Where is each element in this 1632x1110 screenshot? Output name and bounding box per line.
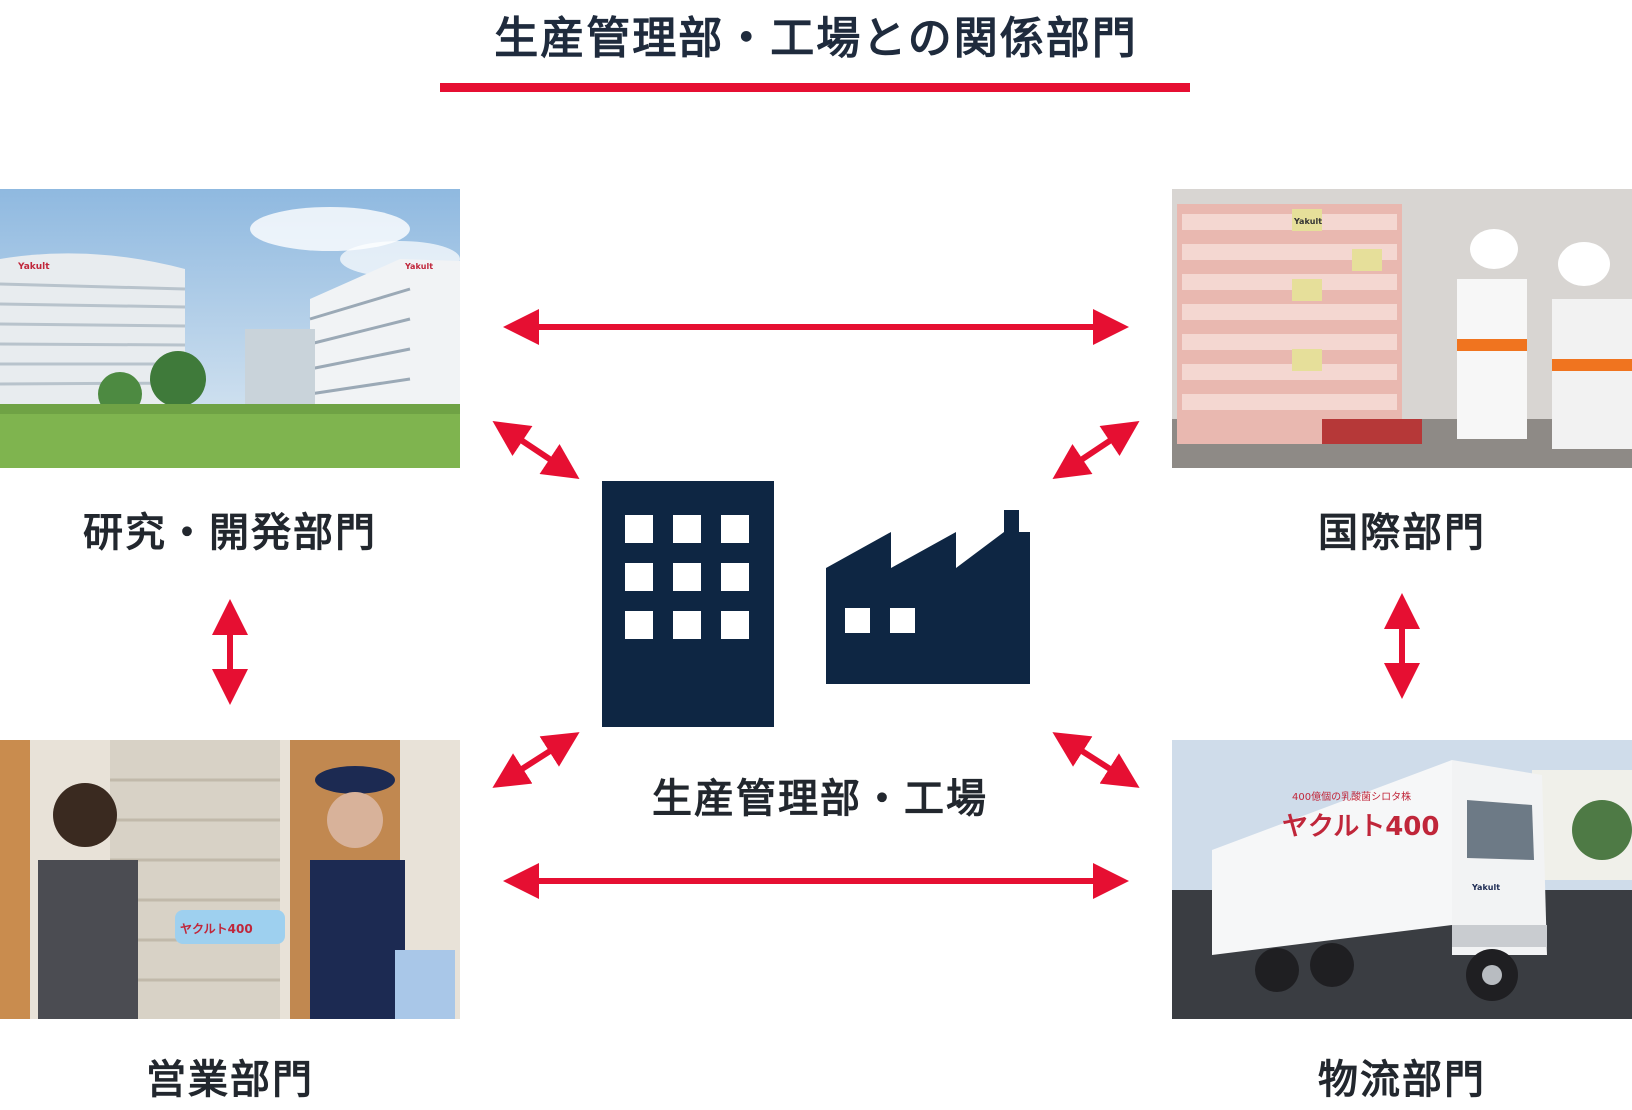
truck-tagline: 400億個の乳酸菌シロタ株 bbox=[1292, 790, 1411, 803]
truck-brand: ヤクルト400 bbox=[1282, 812, 1440, 842]
sales-dept-label: 営業部門 bbox=[146, 1057, 314, 1103]
truck-logo: Yakult bbox=[1471, 883, 1500, 892]
page-title: 生産管理部・工場との関係部門 bbox=[494, 13, 1138, 64]
pack-label: Yakult bbox=[1293, 217, 1322, 226]
logistics-photo: ヤクルト400 400億個の乳酸菌シロタ株 Yakult bbox=[1172, 740, 1632, 1019]
research-photo: Yakult Yakult bbox=[0, 189, 460, 468]
research-sign-1: Yakult bbox=[17, 262, 50, 272]
center-label: 生産管理部・工場 bbox=[652, 776, 988, 822]
building-icon bbox=[602, 481, 774, 727]
factory-icon bbox=[826, 510, 1030, 684]
sales-photo: ヤクルト400 bbox=[0, 740, 460, 1019]
sales-pack-label: ヤクルト400 bbox=[180, 922, 253, 936]
research-sign-2: Yakult bbox=[404, 262, 433, 271]
arrow-research-center bbox=[492, 421, 580, 479]
international-photo: Yakult bbox=[1172, 189, 1632, 468]
research-dept-label: 研究・開発部門 bbox=[83, 510, 377, 556]
arrow-international-center bbox=[1052, 421, 1140, 479]
arrow-logistics-center bbox=[1052, 732, 1140, 788]
title-underline bbox=[440, 83, 1190, 92]
international-dept-label: 国際部門 bbox=[1318, 510, 1486, 556]
arrow-sales-center bbox=[492, 732, 580, 788]
logistics-dept-label: 物流部門 bbox=[1318, 1057, 1486, 1103]
